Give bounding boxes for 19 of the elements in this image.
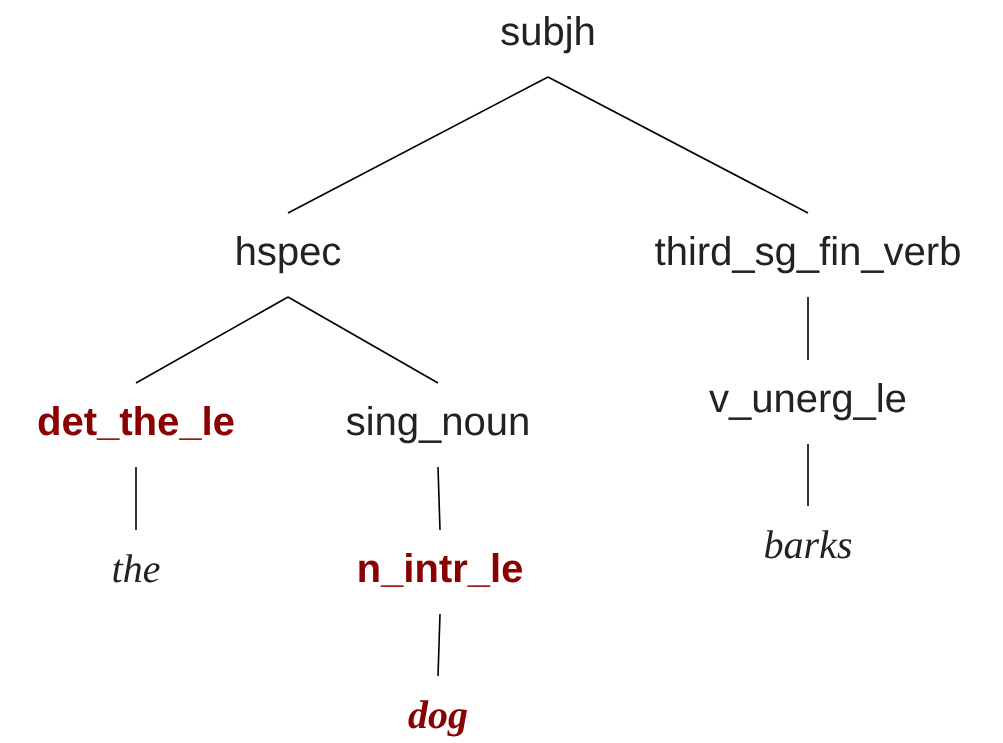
- tree-branch: [547, 76, 809, 214]
- tree-label: third_sg_fin_verb: [655, 236, 960, 274]
- tree-branch: [437, 613, 441, 677]
- tree-label: sing_noun: [346, 406, 528, 444]
- tree-label: n_intr_le: [359, 553, 522, 587]
- tree-branch: [437, 466, 441, 531]
- tree-branch: [807, 443, 809, 507]
- tree-label: det_the_le: [38, 406, 234, 440]
- tree-label: hspec: [237, 236, 341, 274]
- tree-branch: [135, 466, 137, 531]
- word-label: the: [113, 554, 160, 583]
- tree-label: subjh: [501, 16, 594, 54]
- word-label: dog: [408, 700, 467, 737]
- tree-branch: [135, 296, 289, 384]
- tree-branch: [807, 296, 809, 361]
- tree-label: v_unerg_le: [709, 383, 906, 421]
- word-label: barks: [765, 530, 852, 559]
- tree-branch: [287, 76, 549, 214]
- tree-branch: [287, 296, 439, 384]
